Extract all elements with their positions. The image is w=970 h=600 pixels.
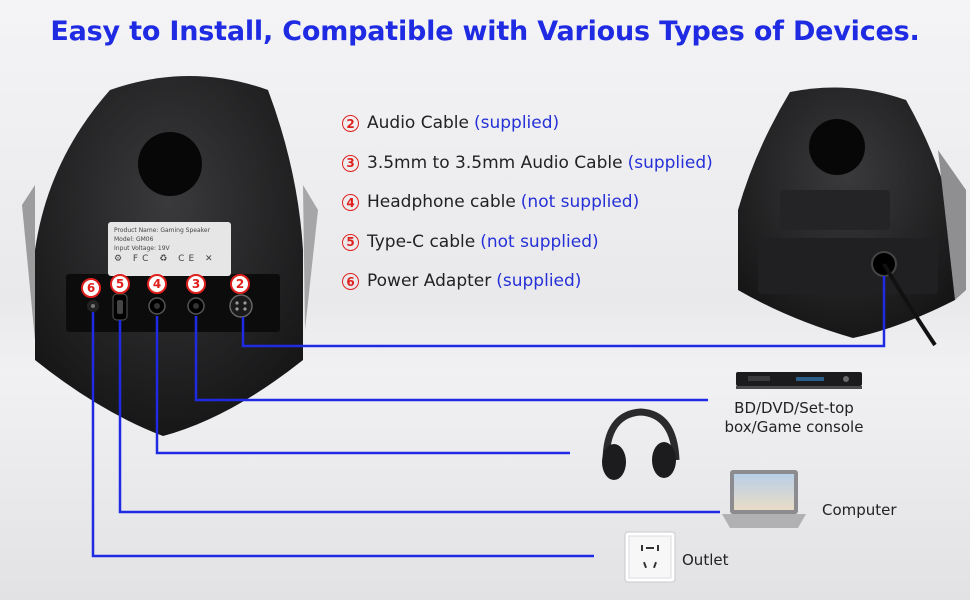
legend-note: (supplied) [473,113,560,133]
legend-num: 3 [342,154,359,172]
legend-note: (supplied) [496,271,582,291]
legend-item-aux-cable: 3 3.5mm to 3.5mm Audio Cable (supplied) [342,153,713,193]
page-title: Easy to Install, Compatible with Various… [50,16,920,47]
product-label: Product Name: Gaming Speaker Model: GM06… [108,222,231,276]
legend-item-type-c-cable: 5 Type-C cable (not supplied) [342,232,713,272]
label-computer: Computer [822,501,897,519]
wire-audio-cable [241,276,886,348]
wire-aux-cable [194,316,708,402]
type-c-port [112,293,128,321]
laptop-icon [722,470,806,528]
cable-legend: 2 Audio Cable (supplied) 3 3.5mm to 3.5m… [342,113,713,311]
headphones-icon [602,408,680,480]
right-bass-port [809,119,865,175]
legend-num: 6 [342,273,359,290]
legend-num: 5 [342,233,359,251]
port-badge-6: 6 [81,278,101,298]
outlet-icon [624,531,676,583]
legend-num: 4 [342,194,359,211]
legend-note: (not supplied) [520,192,640,212]
legend-item-power-adapter: 6 Power Adapter (supplied) [342,271,713,311]
certification-marks: ⚙ FC ♻ CE ✕ [114,254,217,264]
legend-note: (supplied) [627,152,713,173]
label-player: BD/DVD/Set-top box/Game console [724,399,864,436]
bass-port [138,132,202,196]
right-speaker [738,87,966,347]
legend-item-audio-cable: 2 Audio Cable (supplied) [342,113,713,153]
product-name: Product Name: Gaming Speaker [114,227,211,234]
legend-num: 2 [342,115,359,132]
port-badge-5: 5 [110,274,130,294]
aux-in-port [187,297,205,315]
legend-label: Type-C cable [367,231,476,252]
product-model: Model: GM06 [114,236,154,243]
label-outlet: Outlet [682,551,729,569]
legend-label: Headphone cable [367,192,516,212]
legend-label: 3.5mm to 3.5mm Audio Cable [367,152,623,173]
port-badge-4: 4 [147,274,167,294]
legend-item-headphone-cable: 4 Headphone cable (not supplied) [342,192,713,232]
legend-label: Audio Cable [367,113,469,133]
product-voltage: Input Voltage: 19V [114,245,170,252]
headphone-port [148,297,166,315]
legend-label: Power Adapter [367,271,492,291]
wire-headphone-cable [155,316,570,455]
port-badge-3: 3 [186,274,206,294]
wire-power-adapter [91,312,594,558]
dvd-player-icon [736,372,862,389]
dc-power-port [87,300,99,312]
legend-note: (not supplied) [480,231,599,252]
wire-type-c-cable [118,320,720,514]
speaker-link-port [229,294,253,318]
port-badge-2: 2 [230,274,250,294]
